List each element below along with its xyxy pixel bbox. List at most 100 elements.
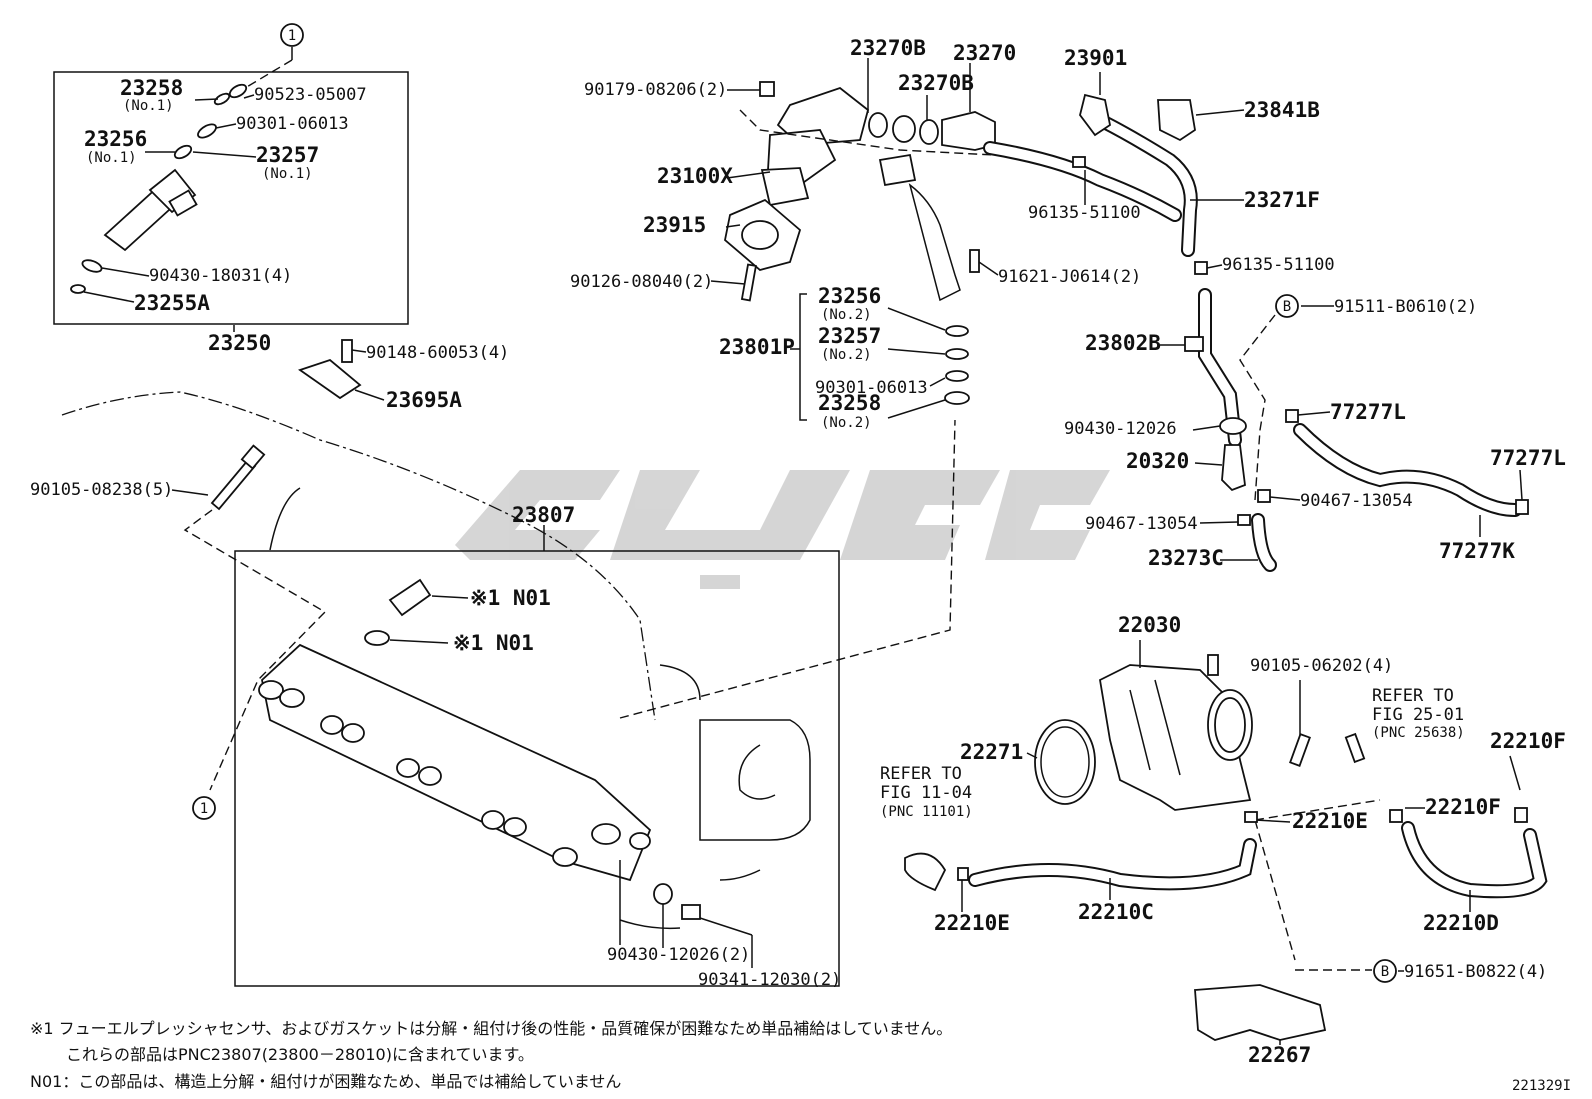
part-label: 221329I: [1512, 1078, 1571, 1094]
reference-circle: 1: [280, 23, 304, 47]
part-label: 22210F: [1425, 795, 1501, 819]
reference-circle: B: [1373, 959, 1397, 983]
part-label: 23807: [512, 503, 575, 527]
part-label: 23841B: [1244, 98, 1320, 122]
part-label: 22267: [1248, 1043, 1311, 1067]
part-label: (No.2): [821, 307, 872, 323]
reference-circle: B: [1275, 294, 1299, 318]
part-label: 90105-06202(4): [1250, 656, 1393, 676]
throttle-body: [1099, 654, 1253, 811]
reference-circle-label: 1: [288, 28, 296, 44]
part-label: 90179-08206(2): [584, 80, 727, 100]
part-label: 91511-B0610(2): [1334, 297, 1477, 317]
injector-box: [53, 71, 409, 325]
part-label: 90341-12030(2): [698, 970, 841, 990]
part-label: 23695A: [386, 388, 462, 412]
part-label: 90148-60053(4): [366, 343, 509, 363]
bolt-91621: [969, 249, 980, 273]
dash-link-5: [1254, 799, 1381, 961]
part-label: 90430-12026(2): [607, 945, 750, 965]
fuel-rail-box: [234, 550, 840, 987]
part-label: 90523-05007: [254, 85, 367, 105]
part-label: 23256: [84, 127, 147, 151]
dash-link-2: [619, 419, 956, 719]
part-label: 91651-B0822(4): [1404, 962, 1547, 982]
part-label: 90467-13054: [1085, 514, 1198, 534]
part-label: 90105-08238(5): [30, 480, 173, 500]
part-label: (PNC 11101): [880, 804, 973, 820]
part-label: 96135-51100: [1222, 255, 1335, 275]
part-label: 90126-08040(2): [570, 272, 713, 292]
reference-circle-label: 1: [200, 801, 208, 817]
reference-circle-label: B: [1283, 299, 1291, 315]
part-label: 23100X: [657, 164, 733, 188]
pressure-sensor: [364, 578, 469, 646]
part-label: 90467-13054: [1300, 491, 1413, 511]
part-label: (No.1): [86, 150, 137, 166]
part-label: 90430-18031(4): [149, 266, 292, 286]
fuel-rail: [258, 643, 652, 882]
injector-leaders: [83, 47, 293, 332]
part-label: 22210D: [1423, 911, 1499, 935]
part-label: 23801P: [719, 335, 795, 359]
part-label: ※1 N01: [470, 586, 551, 610]
part-label: 90301-06013: [815, 378, 928, 398]
part-label: (PNC 25638): [1372, 725, 1465, 741]
part-label: (No.1): [262, 166, 313, 182]
fuel-pump: [724, 81, 996, 302]
part-label: 23250: [208, 331, 271, 355]
part-label: 23255A: [134, 291, 210, 315]
part-label: 23270B: [850, 36, 926, 60]
part-label: REFER TO: [880, 764, 962, 784]
throttle-leaders: [1026, 640, 1521, 823]
part-label: 22030: [1118, 613, 1181, 637]
footnote-1: ※1 フューエルプレッシャセンサ、およびガスケットは分解・組付け後の性能・品質確…: [30, 1019, 952, 1038]
part-label: FIG 25-01: [1372, 705, 1464, 725]
part-label: (No.2): [821, 415, 872, 431]
part-label: (No.2): [821, 347, 872, 363]
bracket-22267: [1194, 984, 1327, 1041]
part-label: 90301-06013: [236, 114, 349, 134]
clip-96135-a: [1072, 156, 1086, 168]
part-label: 23257: [818, 324, 881, 348]
part-label: 22210E: [1292, 809, 1368, 833]
engine-outline: [61, 391, 656, 721]
pump-leaders: [710, 58, 999, 421]
watermark-logo: [455, 470, 1110, 589]
lower-leaders: [961, 878, 1471, 912]
part-label: 22210E: [934, 911, 1010, 935]
hose-22210d: [1401, 821, 1548, 899]
bracket-23695a: [298, 339, 385, 401]
part-label: 22210F: [1490, 729, 1566, 753]
rail-leaders: [543, 525, 753, 968]
delivery-pipe-gaskets: [944, 325, 970, 405]
sensor-20320: [1221, 444, 1246, 492]
reference-circle: 1: [192, 796, 216, 820]
part-labels: 23258(No.1)90523-0500790301-0601323256(N…: [30, 36, 1571, 1094]
dash-link-4: [1239, 314, 1276, 501]
gasket-90430: [653, 883, 673, 905]
gasket-90430-b: [1219, 417, 1247, 435]
part-label: 90430-12026: [1064, 419, 1177, 439]
part-label: 77277L: [1330, 400, 1406, 424]
stud-90126: [740, 263, 757, 302]
part-label: 23270: [953, 41, 1016, 65]
reference-circle-label: B: [1381, 964, 1389, 980]
part-label: 77277L: [1490, 446, 1566, 470]
part-label: (No.1): [123, 98, 174, 114]
part-label: 23273C: [1148, 546, 1224, 570]
bolt-90105-08238: [171, 444, 266, 511]
part-label: 23802B: [1085, 331, 1161, 355]
sensor-leaders: [1192, 411, 1523, 561]
pipe-refer-11101: [904, 852, 947, 892]
part-label: 20320: [1126, 449, 1189, 473]
dash-link-1: [183, 509, 327, 791]
clamp-23841b: [1157, 99, 1196, 142]
part-label: 91621-J0614(2): [998, 267, 1141, 287]
bolt-90105-06202: [1289, 733, 1311, 767]
injector-assembly: [70, 83, 248, 294]
hose-leaders: [1084, 72, 1245, 269]
footnote-2: これらの部品はPNC23807(23800－28010)に含まれています。: [66, 1045, 534, 1064]
part-label: 22271: [960, 740, 1023, 764]
